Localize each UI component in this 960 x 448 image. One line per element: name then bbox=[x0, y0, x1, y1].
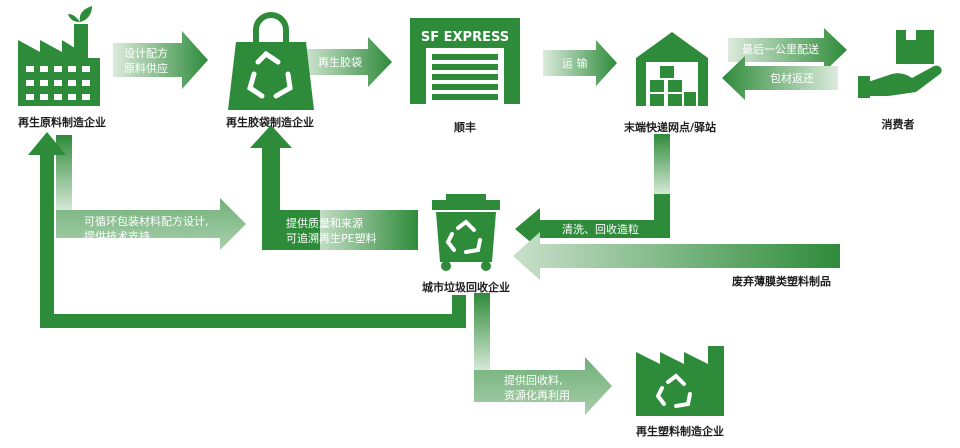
recycle-factory-icon bbox=[636, 346, 724, 416]
text-quality-trace-2: 可追溯再生PE塑料 bbox=[286, 232, 377, 245]
hand-box-icon bbox=[858, 30, 942, 98]
text-last-mile: 最后一公里配送 bbox=[742, 43, 819, 56]
label-station: 末端快递网点/驿站 bbox=[623, 121, 717, 134]
arrow-recycled-bag bbox=[298, 37, 392, 87]
text-design-support-1: 可循环包装材料配方设计, bbox=[84, 215, 209, 228]
arrow-design-supply bbox=[113, 31, 208, 89]
text-supply-recycled-2: 资源化再利用 bbox=[504, 389, 570, 402]
arrow-design-support bbox=[56, 135, 246, 250]
text-design-supply-2: 原料供应 bbox=[124, 62, 168, 75]
clean-pellet-bar-fade bbox=[654, 134, 670, 194]
sf-sign: SF EXPRESS bbox=[421, 30, 509, 45]
factory-icon bbox=[18, 6, 100, 106]
supply-recycled-fade bbox=[474, 293, 490, 370]
arrow-transport bbox=[543, 40, 617, 86]
text-return-pack: 包材返还 bbox=[770, 72, 814, 85]
text-clean-pellet: 清洗、回收造粒 bbox=[562, 223, 639, 236]
recycle-bin-icon bbox=[432, 194, 500, 271]
text-quality-trace-1: 提供质量和来源 bbox=[286, 217, 363, 230]
label-consumer: 消费者 bbox=[881, 118, 915, 131]
label-bag-maker: 再生胶袋制造企业 bbox=[226, 116, 314, 129]
arrow-clean-pellet bbox=[515, 134, 670, 250]
arrow-last-mile bbox=[728, 28, 847, 72]
arrow-waste-film bbox=[513, 232, 840, 280]
text-recycled-bag: 再生胶袋 bbox=[318, 56, 362, 69]
text-design-supply-1: 设计配方 bbox=[124, 47, 168, 60]
text-design-support-2: 提供技术支持 bbox=[84, 230, 150, 243]
arrow-supply-recycled bbox=[474, 293, 612, 415]
label-factory: 再生原料制造企业 bbox=[18, 116, 106, 129]
text-transport: 运 输 bbox=[562, 57, 588, 70]
label-recycler: 城市垃圾回收企业 bbox=[422, 281, 510, 294]
warehouse-boxes-icon bbox=[636, 32, 708, 106]
arrow-return-pack bbox=[722, 56, 838, 100]
text-supply-recycled-1: 提供回收料, bbox=[504, 374, 563, 387]
text-waste-film: 废弃薄膜类塑料制品 bbox=[732, 275, 831, 288]
warehouse-door-icon bbox=[410, 18, 520, 104]
recycle-bag-icon bbox=[228, 12, 314, 110]
quality-trace-fade bbox=[320, 210, 418, 250]
label-plastic-maker: 再生塑料制造企业 bbox=[636, 425, 724, 438]
label-sf: 顺丰 bbox=[454, 121, 476, 134]
